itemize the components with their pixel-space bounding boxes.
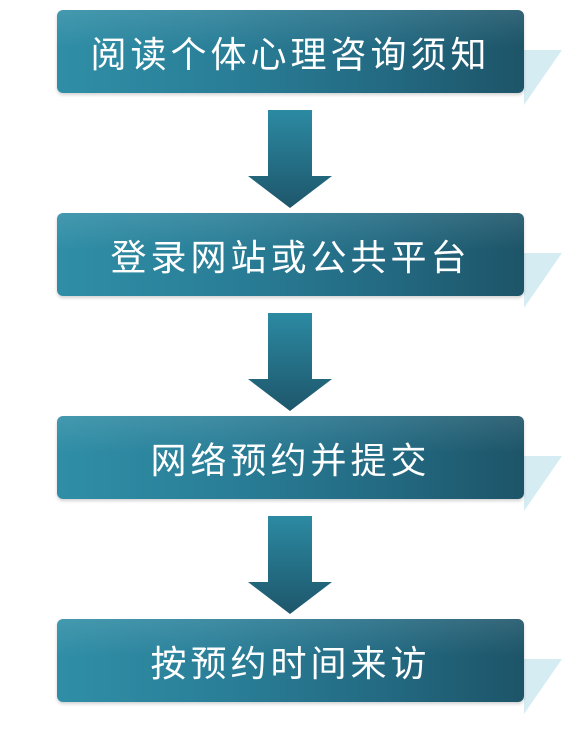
step-4-box: 按预约时间来访 <box>57 619 524 702</box>
step-2-box: 登录网站或公共平台 <box>57 213 524 296</box>
step-1-label: 阅读个体心理咨询须知 <box>90 34 491 76</box>
step-2-shadow <box>524 253 562 308</box>
step-3-shadow <box>524 456 562 511</box>
step-3: 网络预约并提交 <box>57 416 562 511</box>
step-3-label: 网络预约并提交 <box>150 440 431 482</box>
step-4-shadow <box>524 659 562 714</box>
step-2-label: 登录网站或公共平台 <box>110 237 471 279</box>
down-arrow-icon <box>248 110 332 208</box>
down-arrow-icon <box>248 313 332 411</box>
step-1-box: 阅读个体心理咨询须知 <box>57 10 524 93</box>
step-1: 阅读个体心理咨询须知 <box>57 10 562 105</box>
step-4: 按预约时间来访 <box>57 619 562 714</box>
step-2: 登录网站或公共平台 <box>57 213 562 308</box>
step-1-shadow <box>524 50 562 105</box>
step-4-label: 按预约时间来访 <box>150 643 431 685</box>
down-arrow-icon <box>248 516 332 614</box>
step-3-box: 网络预约并提交 <box>57 416 524 499</box>
